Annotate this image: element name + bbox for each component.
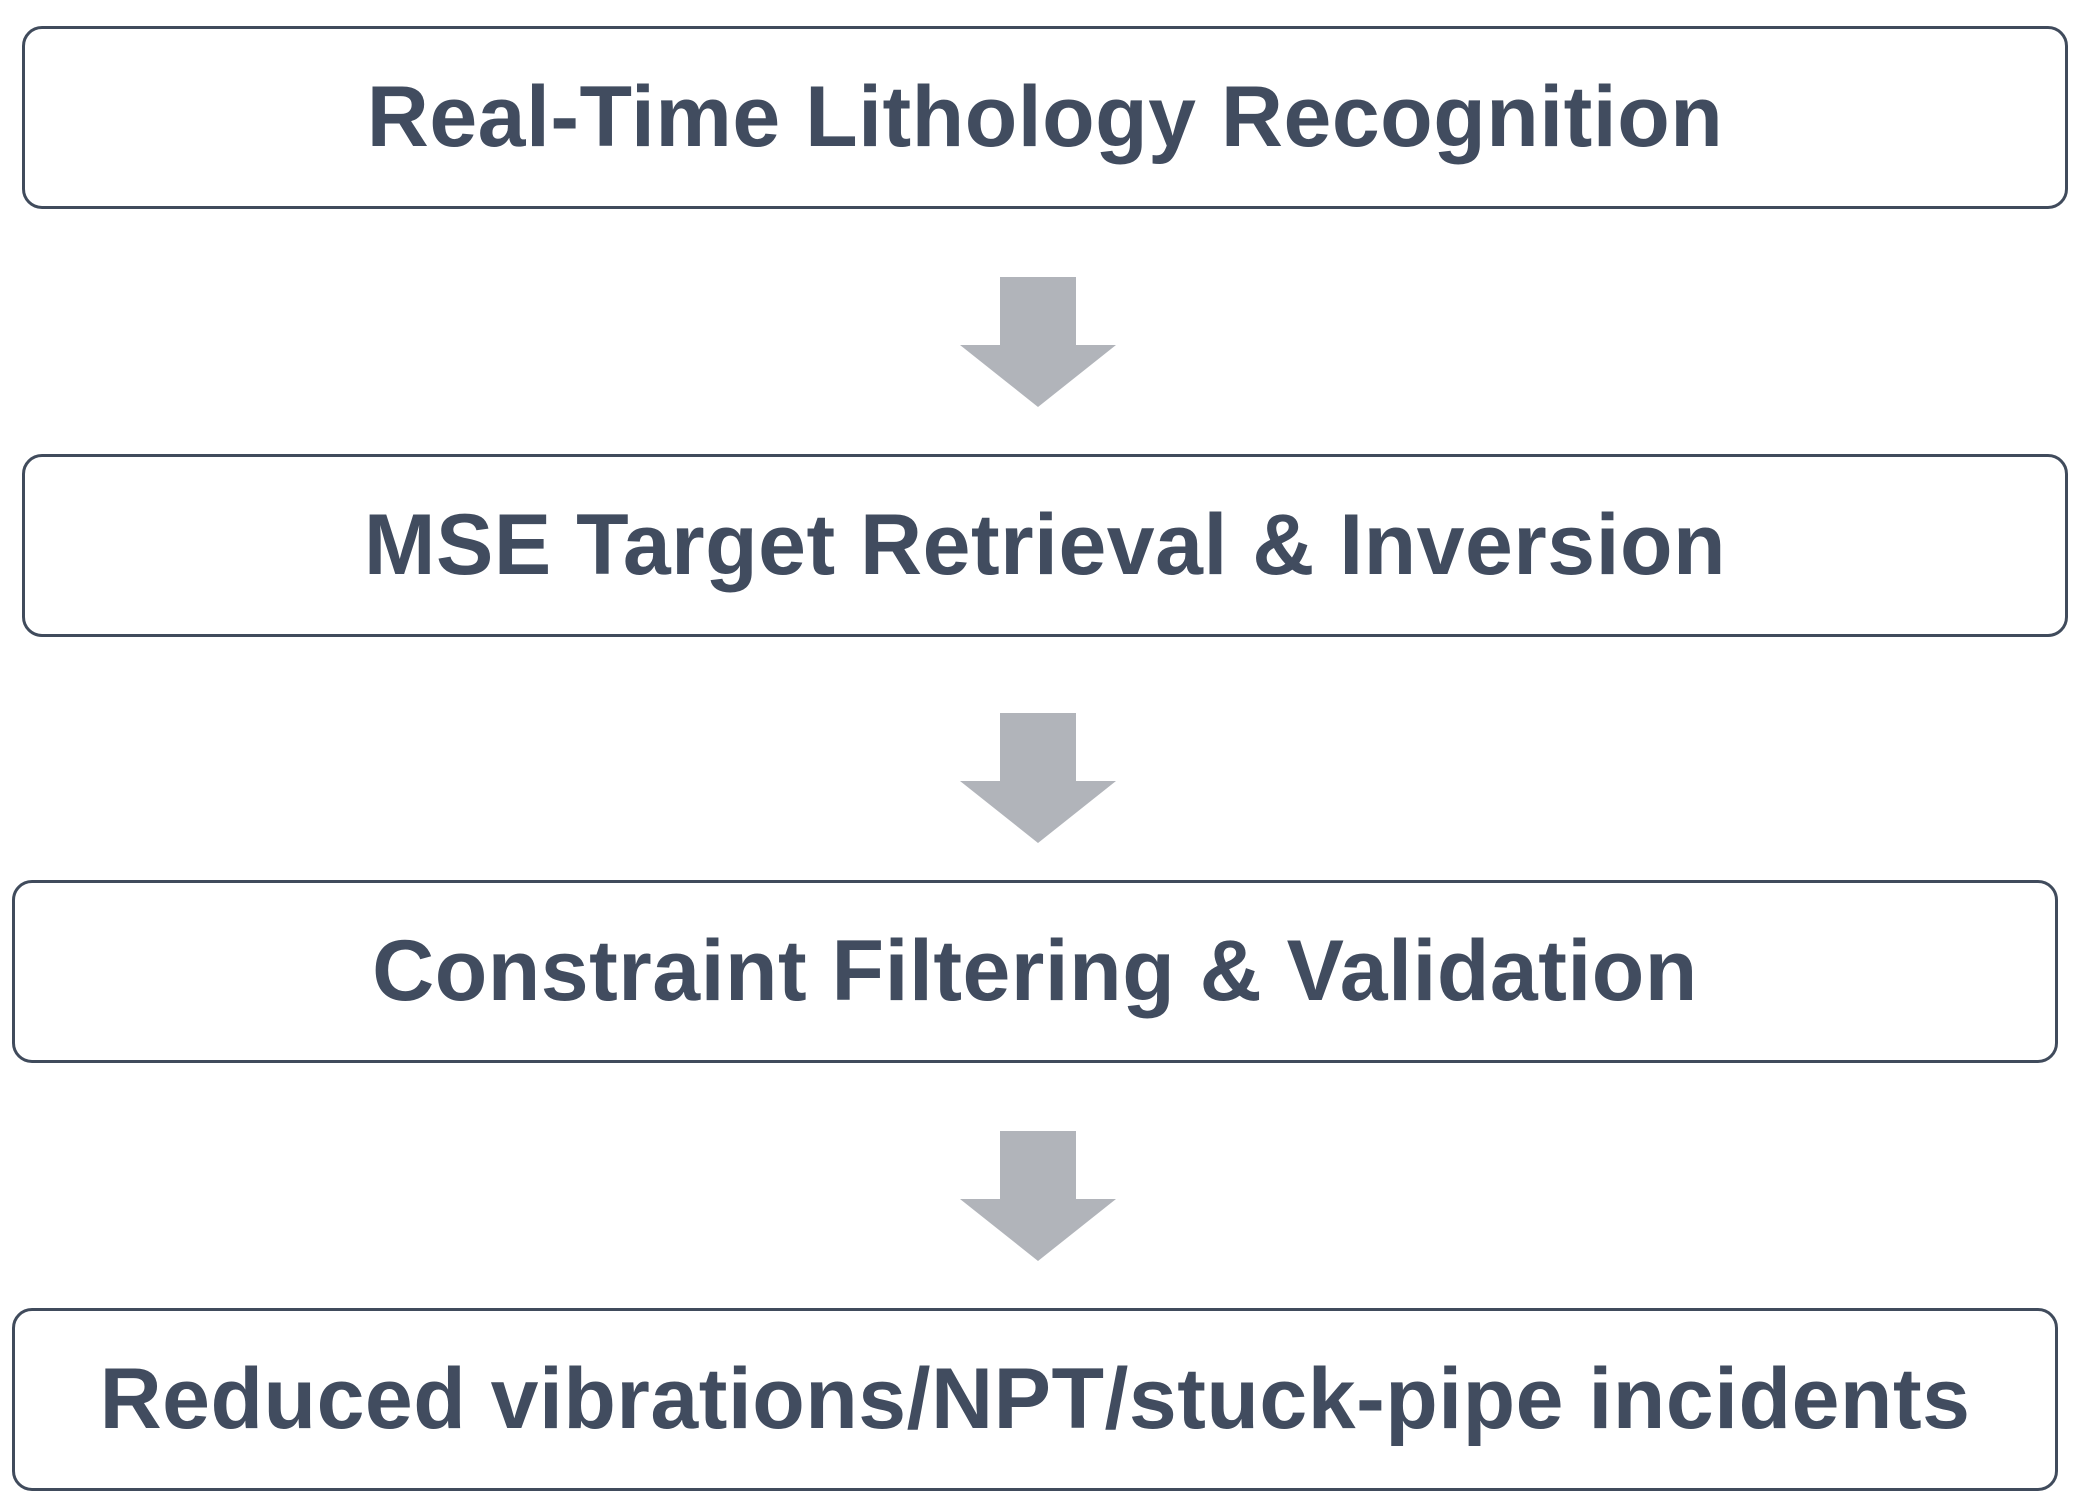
step-label: Constraint Filtering & Validation [372,923,1698,1019]
step-mse-target-retrieval: MSE Target Retrieval & Inversion [22,454,2068,637]
step-lithology-recognition: Real-Time Lithology Recognition [22,26,2068,209]
down-arrow-icon [960,713,1116,843]
down-arrow-icon [960,1131,1116,1261]
step-label: Reduced vibrations/NPT/stuck-pipe incide… [99,1351,1971,1447]
step-label: MSE Target Retrieval & Inversion [363,497,1727,593]
step-label: Real-Time Lithology Recognition [366,69,1724,165]
step-constraint-filtering: Constraint Filtering & Validation [12,880,2058,1063]
down-arrow-icon [960,277,1116,407]
step-reduced-incidents: Reduced vibrations/NPT/stuck-pipe incide… [12,1308,2058,1491]
